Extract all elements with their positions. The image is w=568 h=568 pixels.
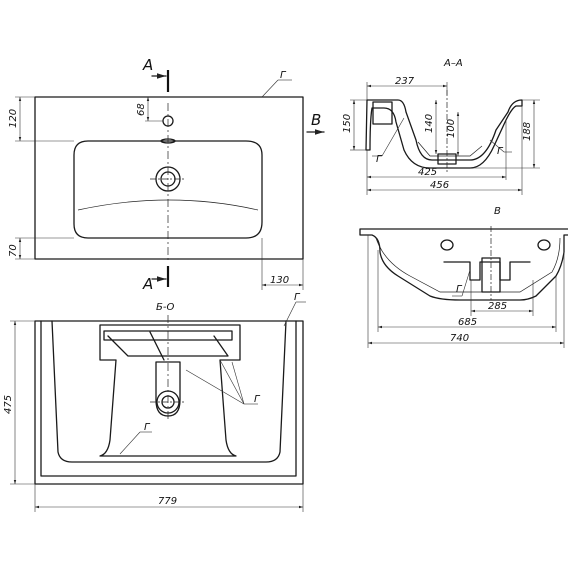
dim-425: 425 [418,167,437,178]
glaze-label-side: Г [456,284,463,295]
glaze-label-front-mid: Г [254,394,261,405]
front-view: Б-О Г Г Г 475 779 [3,292,306,512]
mounting-hole-left [440,239,454,251]
glaze-label-front-top: Г [294,292,301,303]
section-title: А–А [443,58,463,69]
section-overflow-channel [372,101,393,125]
dim-285: 285 [488,301,507,312]
top-view-bowl [73,140,263,239]
side-view: В Г 285 685 740 [359,206,568,348]
dim-475: 475 [3,395,14,414]
section-letter-top: A [142,56,153,74]
dim-68: 68 [136,103,147,116]
section-profile [365,99,523,169]
dim-740: 740 [450,333,469,344]
glaze-label-front-bottom: Г [144,422,151,433]
front-view-inner-rim [40,320,297,477]
front-view-bowl [51,320,287,463]
dim-120: 120 [8,109,19,128]
bowl-inner-curve [77,199,259,211]
glaze-label-top: Г [280,70,287,81]
dim-140: 140 [424,114,435,133]
view-letter-b: B [311,111,321,129]
dim-685: 685 [458,317,477,328]
dim-70: 70 [8,244,19,257]
dim-150: 150 [342,114,353,133]
front-view-title: Б-О [156,302,174,313]
glaze-label-section-left: Г [376,154,383,165]
top-view-outline [34,96,304,260]
side-view-title: В [494,206,501,217]
dim-456: 456 [430,180,449,191]
top-view: A A 120 68 70 130 Г B [8,56,325,293]
dim-130: 130 [270,275,289,286]
front-overflow-channel [107,335,229,357]
dim-237: 237 [395,76,415,87]
section-letter-bottom: A [142,275,153,293]
dim-779: 779 [158,496,177,507]
front-view-outline [34,320,304,485]
glaze-label-section-right: Г [497,146,504,157]
mounting-hole-right [537,239,551,251]
dim-100: 100 [446,119,457,138]
section-view: А–А 237 150 140 100 188 425 [342,58,540,195]
dim-188: 188 [522,122,533,141]
section-bowl-floor [417,141,483,157]
